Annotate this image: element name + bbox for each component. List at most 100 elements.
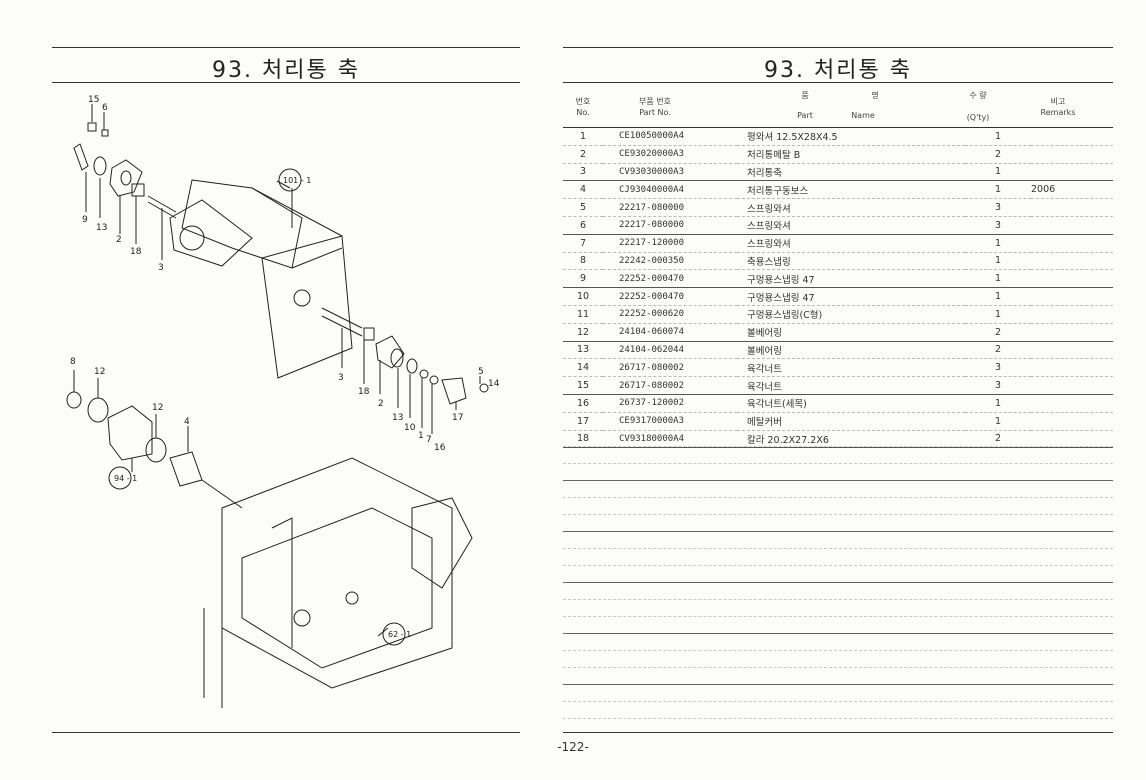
cell-part-no: CE93170000A3	[603, 412, 737, 431]
callout-94: 94 - 1	[114, 474, 137, 483]
cell-part-name: 구멍용스냅링(C형)	[737, 305, 965, 324]
cell-part-name: 볼베어링	[737, 323, 965, 342]
cell-part-name: 육각너트	[737, 376, 965, 395]
left-page-title: 93. 처리통 축	[212, 58, 360, 83]
cell-qty: 1	[965, 394, 1031, 413]
label-3: 3	[158, 263, 164, 273]
cell-no: 7	[563, 234, 603, 253]
part-94-housing	[107, 405, 153, 461]
cell-no: 16	[563, 394, 603, 413]
cell-part-name: 스프링와셔	[737, 198, 965, 217]
right-title-rule	[563, 82, 1113, 83]
part-2-metal	[109, 159, 143, 197]
cell-part-no: 26737-120002	[603, 394, 737, 413]
cell-qty: 2	[965, 430, 1031, 449]
label-13: 13	[96, 223, 107, 233]
cell-no: 4	[563, 180, 603, 200]
cell-remarks	[1031, 163, 1113, 182]
cell-part-name: 육각너트	[737, 358, 965, 378]
cell-remarks	[1031, 216, 1113, 235]
cell-qty: 1	[965, 269, 1031, 289]
label-3b: 3	[338, 373, 344, 383]
label-2b: 2	[378, 399, 384, 409]
cell-qty: 1	[965, 234, 1031, 253]
part-3-shaft-top	[147, 195, 177, 213]
label-7: 7	[426, 435, 432, 445]
cell-remarks	[1031, 145, 1113, 164]
cell-no: 9	[563, 269, 603, 289]
cell-no: 8	[563, 252, 603, 271]
label-5: 5	[478, 367, 484, 377]
cell-remarks	[1031, 376, 1113, 395]
cell-part-name: 처리통구동보스	[737, 180, 965, 200]
cell-part-name: 스프링와셔	[737, 216, 965, 235]
cell-part-no: CJ93040000A4	[603, 180, 737, 200]
part-9-snapring	[73, 143, 89, 171]
label-6: 6	[102, 103, 108, 113]
part-6-washer	[101, 129, 109, 137]
label-12: 12	[94, 367, 105, 377]
cell-part-name: 볼베어링	[737, 341, 965, 360]
cell-part-no: 22242-000350	[603, 252, 737, 271]
cell-part-no: 26717-080002	[603, 376, 737, 395]
cell-remarks	[1031, 252, 1113, 271]
header-name-ko-2: 명	[871, 91, 879, 100]
cell-part-name: 처리통메탈 B	[737, 145, 965, 164]
cell-qty: 1	[965, 412, 1031, 431]
label-13b: 13	[392, 413, 403, 423]
cell-remarks	[1031, 269, 1113, 289]
cell-part-no: 22217-120000	[603, 234, 737, 253]
drum-body	[181, 179, 303, 269]
cell-no: 6	[563, 216, 603, 235]
drum-plate	[261, 235, 353, 379]
header-no-ko: 번호	[575, 97, 591, 106]
cell-part-no: 26717-080002	[603, 358, 737, 378]
cell-remarks	[1031, 341, 1113, 360]
header-partno-en: Part No.	[639, 108, 671, 117]
cell-remarks	[1031, 358, 1113, 378]
cell-qty: 3	[965, 216, 1031, 235]
right-top-rule	[563, 47, 1113, 48]
label-9: 9	[82, 215, 88, 225]
label-8: 8	[70, 357, 76, 367]
cell-part-no: 24104-060074	[603, 323, 737, 342]
cell-remarks	[1031, 412, 1113, 431]
cell-remarks	[1031, 323, 1113, 342]
cell-no: 10	[563, 287, 603, 306]
cell-part-no: 22217-080000	[603, 216, 737, 235]
ref-circle-62	[382, 622, 406, 646]
cell-part-name: 구멍용스냅링 47	[737, 269, 965, 289]
cell-part-name: 스프링와셔	[737, 234, 965, 253]
callout-62: 62 - 1	[388, 630, 411, 639]
cell-part-name: 육각너트(세목)	[737, 394, 965, 413]
page-number: -122-	[557, 740, 589, 754]
cell-no: 5	[563, 198, 603, 217]
label-10: 10	[404, 423, 416, 433]
header-rule	[563, 127, 1113, 128]
header-name-en-2: Name	[851, 111, 875, 120]
label-1: 1	[418, 431, 424, 441]
cell-remarks: 2006	[1031, 180, 1113, 200]
cell-no: 17	[563, 412, 603, 431]
label-16: 16	[434, 443, 446, 453]
header-remarks-ko: 비고	[1050, 97, 1066, 106]
cell-no: 13	[563, 341, 603, 360]
cell-remarks	[1031, 198, 1113, 217]
left-title-rule	[52, 82, 520, 83]
label-15: 15	[88, 95, 99, 105]
cell-qty: 2	[965, 341, 1031, 360]
cell-qty: 3	[965, 358, 1031, 378]
cell-part-name: 평와셔 12.5X28X4.5	[737, 128, 965, 146]
label-17: 17	[452, 413, 463, 423]
cell-part-name: 구멍용스냅링 47	[737, 287, 965, 306]
cell-remarks	[1031, 394, 1113, 413]
